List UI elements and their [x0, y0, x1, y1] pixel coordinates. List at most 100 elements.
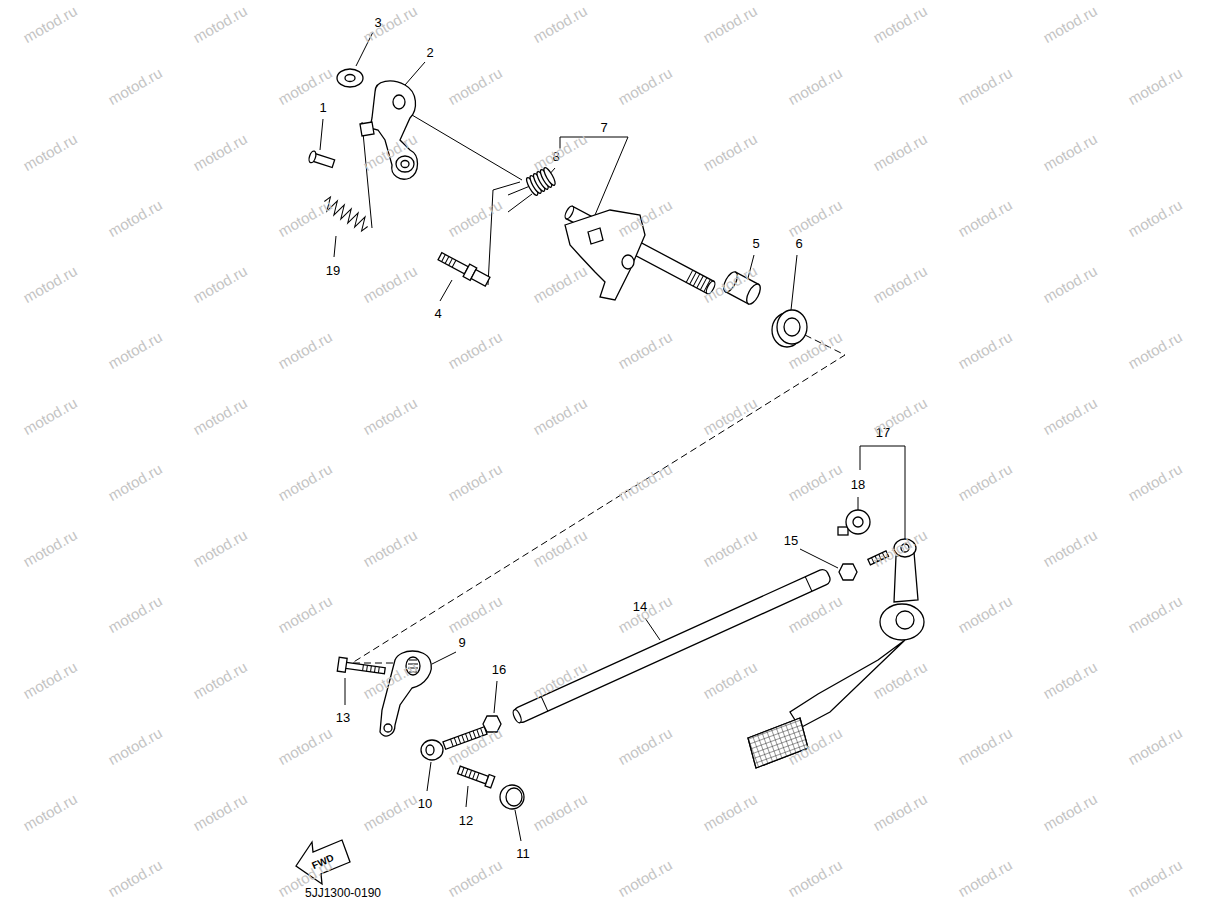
- watermark: motod.ru: [786, 65, 845, 108]
- watermark: motod.ru: [361, 659, 420, 702]
- callout-number: 19: [324, 263, 342, 278]
- watermark: motod.ru: [191, 395, 250, 438]
- watermark: motod.ru: [446, 65, 505, 108]
- watermark: motod.ru: [531, 527, 590, 570]
- callout-number: 16: [490, 662, 508, 677]
- watermark: motod.ru: [1126, 725, 1185, 768]
- watermark: motod.ru: [786, 461, 845, 504]
- watermark: motod.ru: [616, 857, 675, 900]
- watermark: motod.ru: [701, 263, 760, 306]
- watermark: motod.ru: [701, 395, 760, 438]
- watermark: motod.ru: [1041, 659, 1100, 702]
- watermark: motod.ru: [871, 395, 930, 438]
- watermark: motod.ru: [191, 3, 250, 46]
- watermark: motod.ru: [1126, 593, 1185, 636]
- watermark: motod.ru: [446, 857, 505, 900]
- watermark: motod.ru: [956, 593, 1015, 636]
- watermark: motod.ru: [956, 197, 1015, 240]
- watermark: motod.ru: [701, 527, 760, 570]
- watermark: motod.ru: [276, 329, 335, 372]
- watermark: motod.ru: [191, 659, 250, 702]
- watermark: motod.ru: [191, 527, 250, 570]
- watermark: motod.ru: [1126, 65, 1185, 108]
- watermark: motod.ru: [616, 461, 675, 504]
- watermark: motod.ru: [446, 197, 505, 240]
- watermark: motod.ru: [446, 329, 505, 372]
- watermark: motod.ru: [531, 3, 590, 46]
- watermark: motod.ru: [21, 659, 80, 702]
- watermark: motod.ru: [1041, 395, 1100, 438]
- watermark: motod.ru: [106, 725, 165, 768]
- watermark: motod.ru: [21, 131, 80, 174]
- watermark: motod.ru: [446, 461, 505, 504]
- callout-number: 11: [514, 846, 532, 861]
- callout-number: 12: [457, 813, 475, 828]
- watermark: motod.ru: [956, 65, 1015, 108]
- watermark: motod.ru: [616, 329, 675, 372]
- watermark: motod.ru: [361, 527, 420, 570]
- watermark: motod.ru: [871, 263, 930, 306]
- watermark: motod.ru: [701, 791, 760, 834]
- watermark: motod.ru: [276, 197, 335, 240]
- callout-number: 13: [334, 710, 352, 725]
- watermark: motod.ru: [871, 791, 930, 834]
- watermark: motod.ru: [871, 527, 930, 570]
- watermark: motod.ru: [191, 263, 250, 306]
- watermark: motod.ru: [191, 791, 250, 834]
- watermark: motod.ru: [531, 395, 590, 438]
- watermark: motod.ru: [871, 3, 930, 46]
- watermark: motod.ru: [361, 3, 420, 46]
- callout-number: 5: [750, 236, 761, 251]
- watermark: motod.ru: [1041, 263, 1100, 306]
- watermark: motod.ru: [276, 725, 335, 768]
- watermark: motod.ru: [106, 593, 165, 636]
- callout-number: 18: [849, 477, 867, 492]
- callout-number: 2: [424, 45, 435, 60]
- watermark: motod.ru: [276, 593, 335, 636]
- watermark: motod.ru: [786, 329, 845, 372]
- watermark: motod.ru: [1041, 131, 1100, 174]
- watermark: motod.ru: [21, 395, 80, 438]
- watermark: motod.ru: [616, 725, 675, 768]
- watermark: motod.ru: [1126, 857, 1185, 900]
- watermark: motod.ru: [106, 329, 165, 372]
- watermark: motod.ru: [361, 791, 420, 834]
- watermark: motod.ru: [21, 527, 80, 570]
- watermark: motod.ru: [701, 131, 760, 174]
- watermark: motod.ru: [191, 131, 250, 174]
- watermark: motod.ru: [701, 3, 760, 46]
- watermark: motod.ru: [21, 791, 80, 834]
- watermark: motod.ru: [106, 461, 165, 504]
- callout-number: 7: [598, 120, 609, 135]
- watermark: motod.ru: [361, 395, 420, 438]
- watermark: motod.ru: [106, 857, 165, 900]
- watermark: motod.ru: [786, 593, 845, 636]
- watermark: motod.ru: [531, 263, 590, 306]
- watermark: motod.ru: [616, 197, 675, 240]
- watermark: motod.ru: [361, 263, 420, 306]
- watermark: motod.ru: [531, 131, 590, 174]
- watermark: motod.ru: [956, 857, 1015, 900]
- watermark: motod.ru: [1126, 197, 1185, 240]
- watermark: motod.ru: [531, 659, 590, 702]
- watermark: motod.ru: [21, 3, 80, 46]
- watermark: motod.ru: [871, 659, 930, 702]
- callout-number: 15: [782, 533, 800, 548]
- drawing-code: 5JJ1300-0190: [303, 886, 383, 900]
- watermark: motod.ru: [956, 461, 1015, 504]
- callout-number: 9: [456, 635, 467, 650]
- watermark: motod.ru: [531, 791, 590, 834]
- watermark: motod.ru: [616, 65, 675, 108]
- watermark: motod.ru: [1041, 791, 1100, 834]
- watermark: motod.ru: [21, 263, 80, 306]
- watermark: motod.ru: [956, 725, 1015, 768]
- watermark: motod.ru: [1126, 461, 1185, 504]
- watermark: motod.ru: [786, 725, 845, 768]
- watermark: motod.ru: [106, 65, 165, 108]
- watermark: motod.ru: [446, 593, 505, 636]
- watermark: motod.ru: [786, 197, 845, 240]
- watermark: motod.ru: [361, 131, 420, 174]
- watermark: motod.ru: [1041, 3, 1100, 46]
- watermark: motod.ru: [956, 329, 1015, 372]
